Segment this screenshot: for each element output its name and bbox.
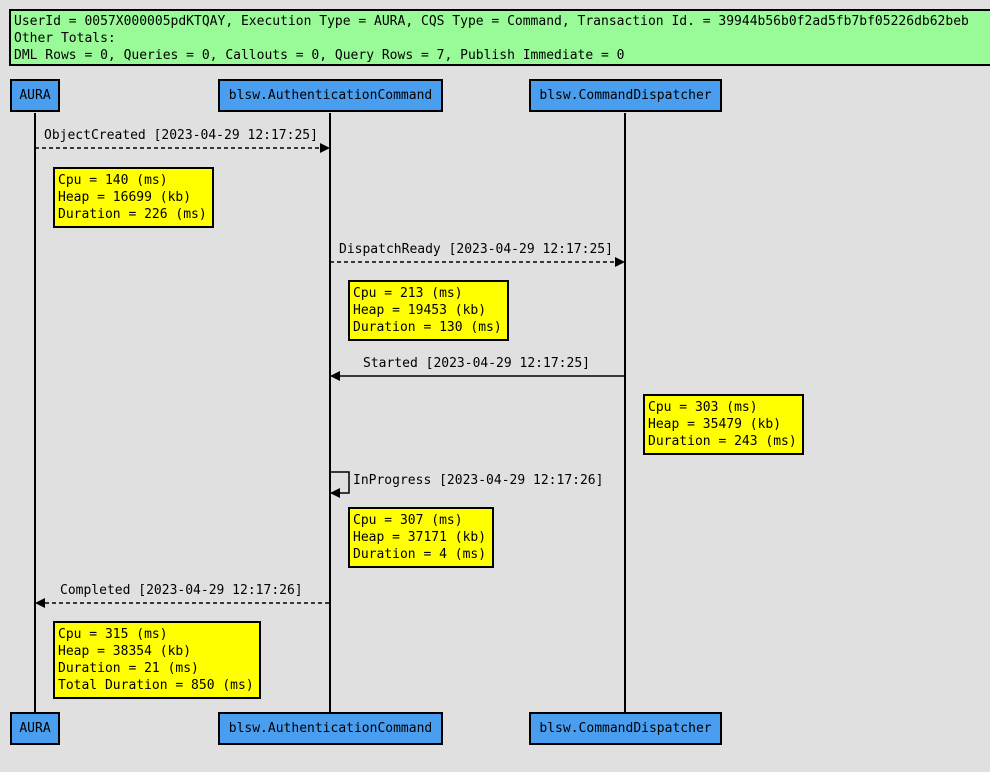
header-line-3: DML Rows = 0, Queries = 0, Callouts = 0,… xyxy=(14,48,625,63)
metrics-note-in-progress: Cpu = 307 (ms) Heap = 37171 (kb) Duratio… xyxy=(348,507,494,568)
message-label-started: Started [2023-04-29 12:17:25] xyxy=(363,356,590,371)
participant-label: blsw.AuthenticationCommand xyxy=(228,721,433,736)
participant-command-dispatcher-top[interactable]: blsw.CommandDispatcher xyxy=(529,79,722,112)
participant-label: AURA xyxy=(19,88,51,103)
participant-aura-top[interactable]: AURA xyxy=(10,79,60,112)
note-line: Cpu = 307 (ms) xyxy=(353,513,463,528)
note-line: Total Duration = 850 (ms) xyxy=(58,678,254,693)
note-line: Duration = 130 (ms) xyxy=(353,320,502,335)
note-line: Heap = 38354 (kb) xyxy=(58,644,192,659)
message-label-dispatch-ready: DispatchReady [2023-04-29 12:17:25] xyxy=(339,242,613,257)
participant-label: blsw.CommandDispatcher xyxy=(539,721,712,736)
note-line: Heap = 16699 (kb) xyxy=(58,190,192,205)
metrics-note-started: Cpu = 303 (ms) Heap = 35479 (kb) Duratio… xyxy=(643,394,804,455)
participant-label: blsw.CommandDispatcher xyxy=(539,88,712,103)
participant-command-dispatcher-bottom[interactable]: blsw.CommandDispatcher xyxy=(529,712,722,745)
participant-label: blsw.AuthenticationCommand xyxy=(228,88,433,103)
note-line: Cpu = 213 (ms) xyxy=(353,286,463,301)
metrics-note-completed: Cpu = 315 (ms) Heap = 38354 (kb) Duratio… xyxy=(53,621,261,699)
participant-label: AURA xyxy=(19,721,51,736)
metrics-note-object-created: Cpu = 140 (ms) Heap = 16699 (kb) Duratio… xyxy=(53,167,214,228)
message-label-completed: Completed [2023-04-29 12:17:26] xyxy=(60,583,303,598)
arrow-in-progress xyxy=(330,471,350,498)
lifeline-aura xyxy=(34,113,36,713)
note-line: Heap = 35479 (kb) xyxy=(648,417,782,432)
note-line: Heap = 37171 (kb) xyxy=(353,530,487,545)
message-label-object-created: ObjectCreated [2023-04-29 12:17:25] xyxy=(44,128,318,143)
note-line: Cpu = 315 (ms) xyxy=(58,627,168,642)
note-line: Duration = 4 (ms) xyxy=(353,547,487,562)
lifeline-command-dispatcher xyxy=(624,113,626,713)
participant-authentication-command-bottom[interactable]: blsw.AuthenticationCommand xyxy=(218,712,443,745)
note-line: Cpu = 303 (ms) xyxy=(648,400,758,415)
header-line-1: UserId = 0057X000005pdKTQAY, Execution T… xyxy=(14,14,969,29)
header-line-2: Other Totals: xyxy=(14,31,116,46)
note-line: Duration = 226 (ms) xyxy=(58,207,207,222)
note-line: Cpu = 140 (ms) xyxy=(58,173,168,188)
note-line: Duration = 21 (ms) xyxy=(58,661,199,676)
note-line: Heap = 19453 (kb) xyxy=(353,303,487,318)
lifeline-authentication-command xyxy=(329,113,331,713)
participant-authentication-command-top[interactable]: blsw.AuthenticationCommand xyxy=(218,79,443,112)
transaction-summary-header: UserId = 0057X000005pdKTQAY, Execution T… xyxy=(9,9,990,66)
note-line: Duration = 243 (ms) xyxy=(648,434,797,449)
metrics-note-dispatch-ready: Cpu = 213 (ms) Heap = 19453 (kb) Duratio… xyxy=(348,280,509,341)
message-label-in-progress: InProgress [2023-04-29 12:17:26] xyxy=(353,473,604,488)
participant-aura-bottom[interactable]: AURA xyxy=(10,712,60,745)
